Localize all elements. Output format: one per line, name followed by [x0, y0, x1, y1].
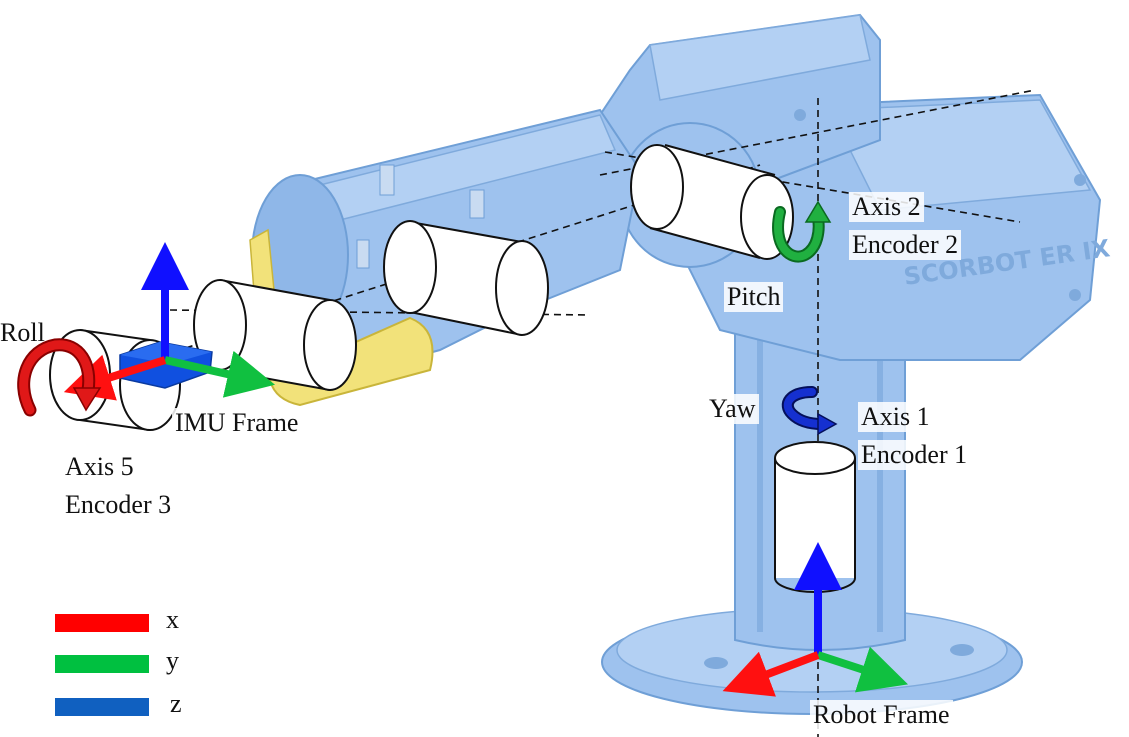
pitch-arrow-icon: [772, 200, 832, 263]
yaw-arrow-icon: [781, 386, 838, 436]
robot-x-axis: [722, 651, 820, 697]
imu-x-axis: [63, 354, 167, 401]
legend-z-swatch: [55, 698, 149, 716]
yaw-label: Yaw: [706, 394, 759, 424]
axis5-label: Axis 5: [62, 452, 137, 482]
legend-y-swatch: [55, 655, 149, 673]
legend-x-label: x: [166, 605, 179, 634]
axis2-cylinder: [630, 144, 794, 260]
axis1-cylinder: [774, 441, 856, 593]
encoder1-label: Encoder 1: [858, 440, 971, 470]
legend: x y z: [55, 605, 182, 718]
robot-y-axis: [816, 646, 909, 693]
encoder3-label: Encoder 3: [62, 490, 175, 520]
axis2-label: Axis 2: [849, 192, 924, 222]
axis1-label: Axis 1: [858, 402, 933, 432]
encoder2-label: Encoder 2: [849, 230, 962, 260]
imu-frame-label: IMU Frame: [172, 408, 302, 438]
roll-arrow-icon: [17, 338, 102, 417]
legend-z-label: z: [170, 689, 182, 718]
robot-body: SCORBOT ER IX: [249, 13, 1112, 715]
roll-label: Roll: [0, 318, 45, 347]
robot-frame-label: Robot Frame: [810, 700, 953, 730]
imu-y-axis: [164, 350, 276, 398]
imu-frame: [63, 242, 276, 401]
robot-base-bolt-right: [950, 644, 974, 656]
forearm-line-upper: [604, 151, 1021, 223]
pitch-label: Pitch: [724, 282, 784, 312]
legend-y-label: y: [166, 646, 179, 675]
robot-frame-axes: [722, 542, 909, 697]
forearm-cylinder: [383, 220, 549, 336]
robot-base-bolt-left: [704, 657, 728, 669]
legend-x-swatch: [55, 614, 149, 632]
